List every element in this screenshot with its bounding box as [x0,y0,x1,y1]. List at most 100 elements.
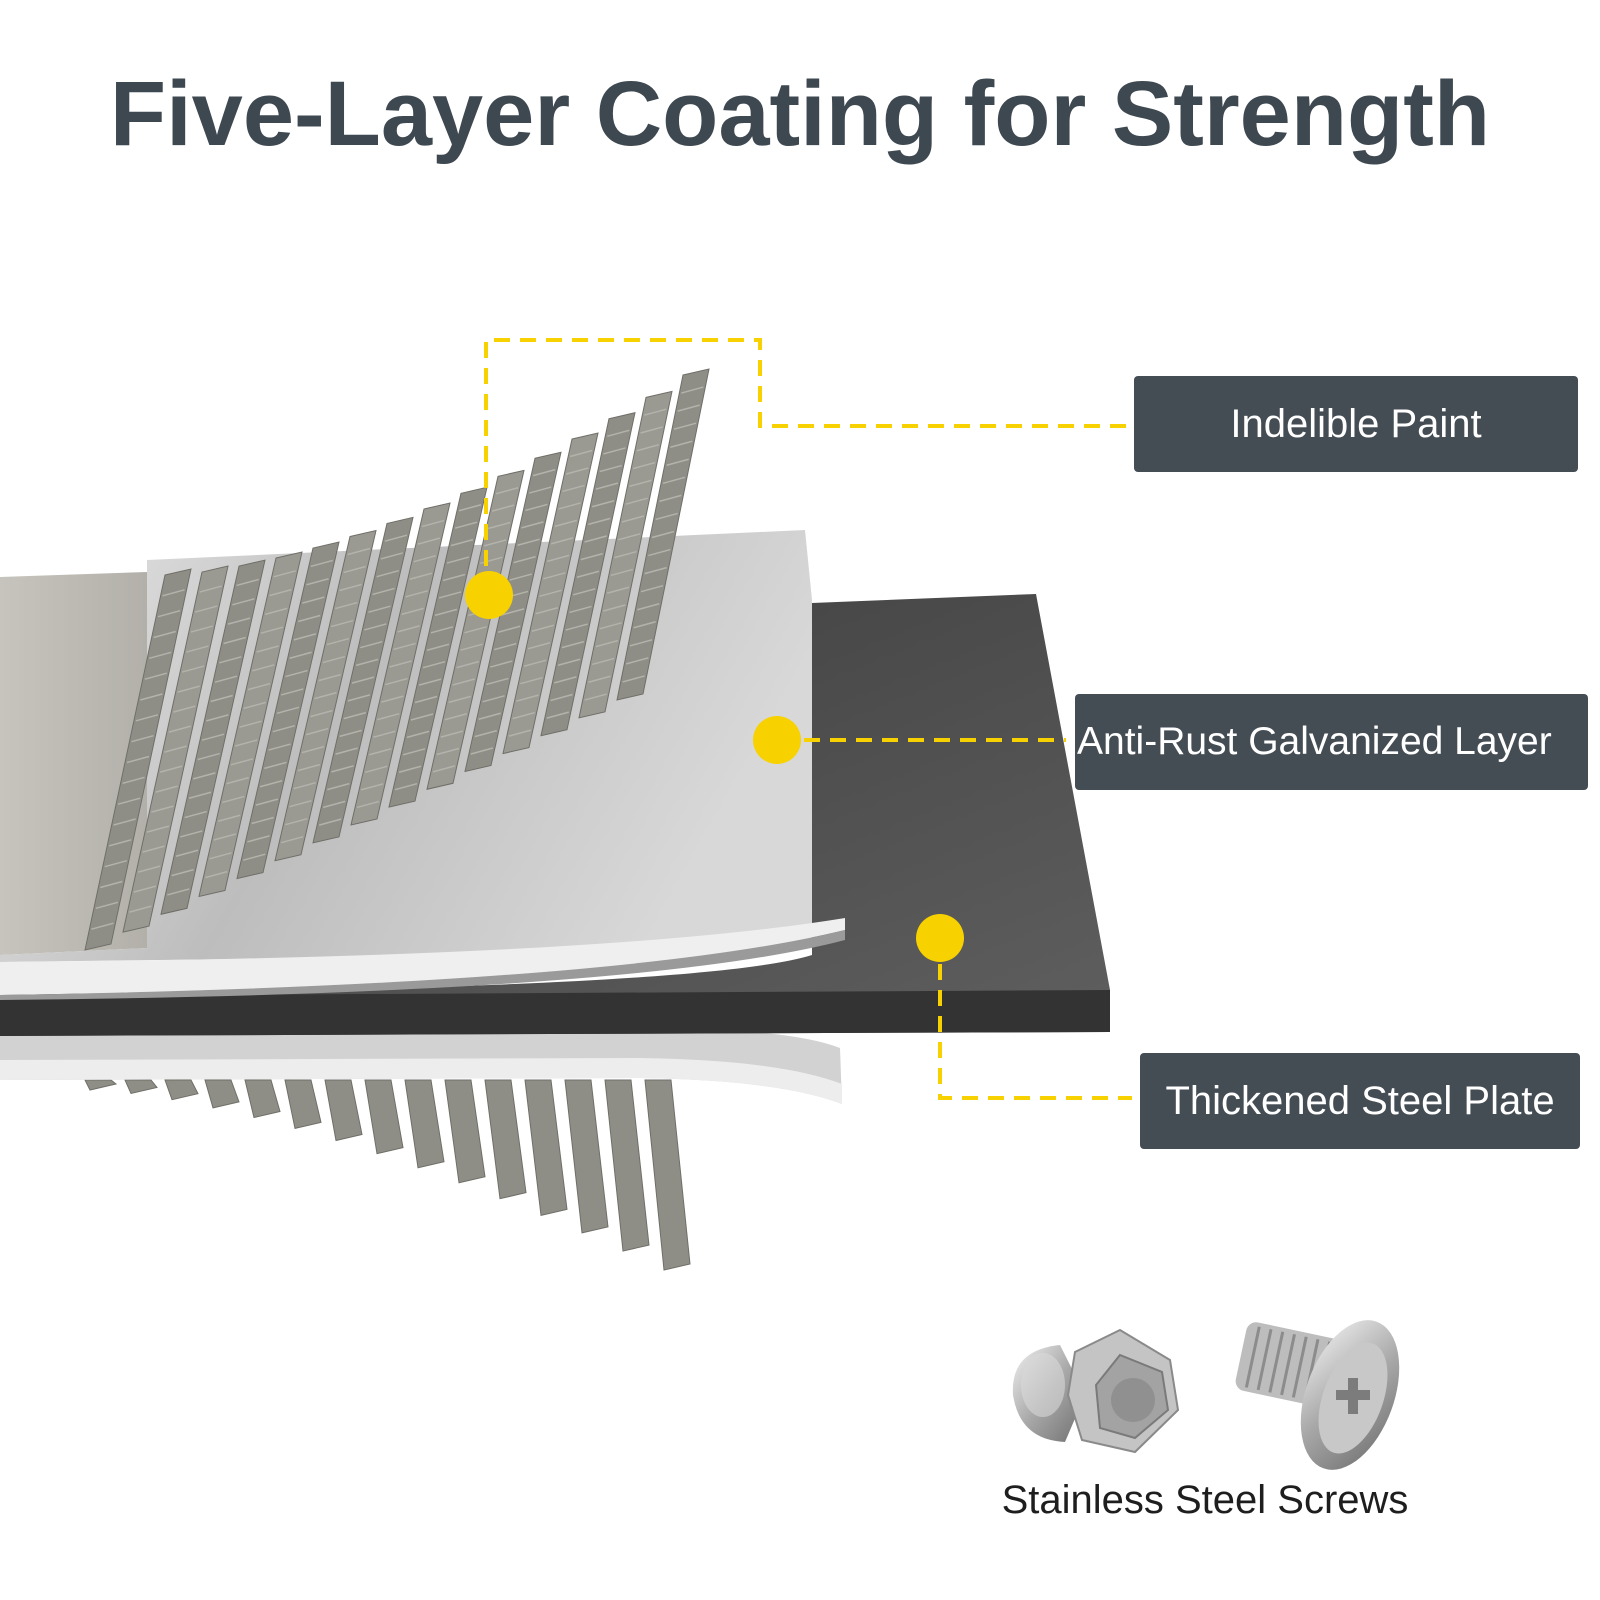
rib-texture-line [554,676,577,684]
rib-texture-line [318,673,341,682]
rib-texture-line [397,625,420,633]
rib-texture-line [446,556,470,564]
rib-texture-line [591,657,615,666]
rib-texture-line [527,641,551,650]
rib-texture-line [584,535,607,543]
bottom-galvanized-edge [0,1058,842,1104]
page-title: Five-Layer Coating for Strength [109,63,1491,165]
rib-texture-line [648,548,671,557]
rib-texture-line [591,500,615,508]
galvanized-edge-shadow [0,930,845,1000]
rib-texture-line [100,880,123,889]
rib-texture-line [430,626,454,634]
rib-texture-line [509,573,532,581]
rib-texture-line [222,795,245,804]
paint-rib [484,1079,527,1200]
rib-texture-line [151,805,174,813]
rib-texture-line [272,724,295,733]
rib-texture-line [177,685,200,693]
rib-texture-line [606,586,630,594]
rib-texture-line [558,502,581,510]
rib-texture-line [159,765,183,773]
rib-texture-line [640,426,663,434]
callout-lines [484,338,1132,1100]
rib-texture-line [217,814,241,822]
rib-texture-line [414,695,438,704]
rib-texture-line [339,583,362,592]
rib-texture-line [554,519,578,528]
rib-texture-line [438,591,462,599]
rib-texture-line [393,642,416,651]
rib-texture-line [491,504,515,512]
rib-texture-line [521,521,544,529]
rib-texture-line [314,691,337,700]
rib-texture-line [168,725,192,733]
rib-texture-line [464,626,487,634]
rib-texture-line [190,625,214,633]
rib-texture-line [109,839,132,847]
rib-texture-line [389,660,412,668]
rib-texture-line [131,734,154,743]
rib-texture-line [226,776,249,785]
rib-texture-line [588,517,611,526]
rib-texture-line [323,800,346,809]
rib-texture-line [486,677,509,686]
rib-texture-line [230,758,254,766]
paint-rib [124,1079,158,1095]
rib-texture-line [636,444,660,452]
rib-texture-line [576,570,600,578]
rib-texture-line [122,776,145,785]
rib-texture-line [622,675,645,683]
rib-texture-line [297,763,321,772]
rib-texture-line [474,729,497,738]
rib-texture-line [247,682,271,691]
rib-texture-line [434,608,458,617]
rib-texture-line [565,623,588,631]
rib-texture-line [356,800,380,809]
rib-texture-line [260,626,284,634]
steel-plate-front-edge [0,990,1110,1036]
rib-texture-line [209,852,232,860]
paint-rib [524,1079,568,1216]
rib-texture-line [129,905,152,913]
paint-rib [204,1079,240,1109]
rib-texture-line [164,745,187,753]
rib-texture-line [243,853,266,861]
rib-texture-line [293,633,317,641]
rib-texture-line [402,748,426,756]
rib-texture-line [584,693,607,701]
rib-texture-line [426,643,450,651]
rib-texture-line [525,503,548,512]
rib-texture-line [310,709,333,718]
rib-texture-line [417,537,441,545]
rib-texture-line [306,578,329,586]
rib-texture-line [214,675,238,683]
rib-texture-line [595,639,619,648]
rib-texture-line [531,624,555,632]
rib-texture-line [543,572,566,580]
rib-texture-line [347,694,371,702]
rib-texture-line [450,538,474,547]
rib-texture-line [360,783,384,791]
rib-texture-line [673,422,697,430]
rib-texture-line [343,565,366,574]
paint-rib [284,1079,322,1130]
rib-texture-line [603,604,626,612]
top-paint-ribs [84,368,710,951]
rib-texture-line [557,658,581,666]
rib-texture-line [247,835,270,843]
rust-callout-dot [753,716,801,764]
rib-texture-line [662,476,686,485]
anti-rust-galvanized-label: Anti-Rust Galvanized Layer [1075,694,1588,790]
rib-texture-line [368,605,391,613]
paint-callout-dot [465,571,513,619]
rib-texture-line [418,678,442,686]
rib-texture-line [535,607,558,615]
indelible-paint-label: Indelible Paint [1134,376,1578,472]
rib-texture-line [444,713,467,721]
rib-texture-line [259,780,283,788]
rib-texture-line [322,655,346,664]
rib-texture-line [482,695,505,703]
rib-texture-line [436,747,460,756]
paint-rib [644,1079,691,1271]
